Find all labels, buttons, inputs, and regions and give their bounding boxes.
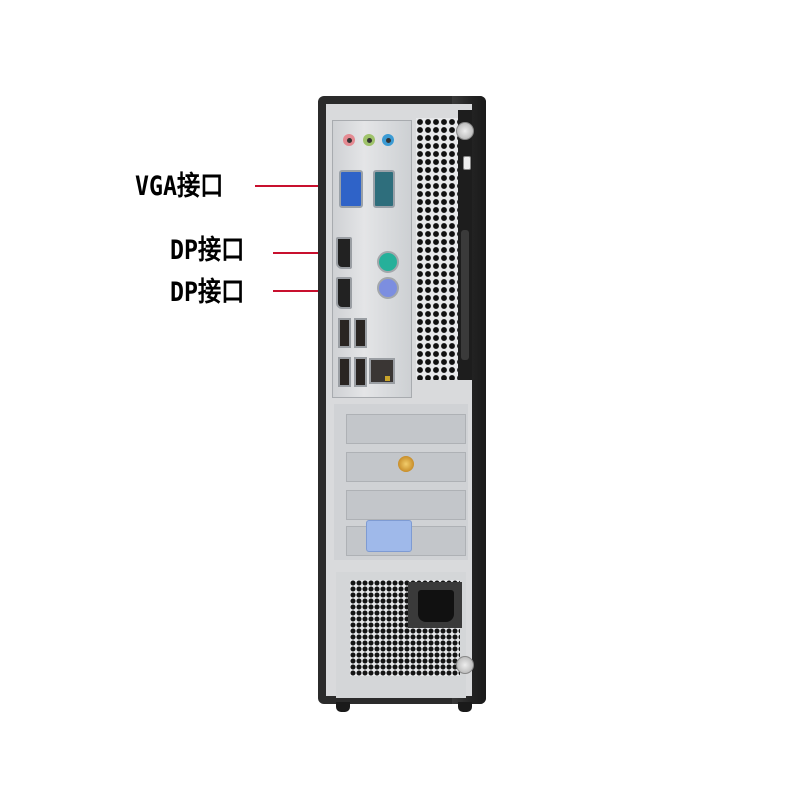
usb-port-4: [354, 357, 367, 387]
ventilation-grille: [416, 118, 458, 380]
leader-line-dp-1: [273, 252, 336, 254]
expansion-slot-3: [346, 490, 466, 520]
expansion-slot-1: [346, 414, 466, 444]
case-foot-right: [458, 702, 472, 712]
displayport-1: [336, 237, 352, 269]
annotation-label-dp-1: DP接口: [170, 235, 245, 266]
annotation-label-dp-2: DP接口: [170, 277, 245, 308]
wifi-antenna-connector: [398, 456, 414, 472]
usb-port-2: [354, 318, 367, 348]
usb-port-3: [338, 357, 351, 387]
vga-port: [339, 170, 363, 208]
displayport-2: [336, 277, 352, 309]
ps2-keyboard-port: [377, 277, 399, 299]
lock-slot: [463, 156, 471, 170]
thumbscrew-bottom: [456, 656, 474, 674]
card-retention-clip: [366, 520, 412, 552]
side-handle-slot: [461, 230, 469, 360]
ac-power-inlet: [418, 590, 454, 622]
ethernet-led: [385, 376, 390, 381]
ethernet-port: [369, 358, 395, 384]
case-foot-left: [336, 702, 350, 712]
annotation-label-vga: VGA接口: [135, 171, 224, 202]
thumbscrew-top: [456, 122, 474, 140]
usb-port-1: [338, 318, 351, 348]
leader-line-dp-2: [273, 290, 336, 292]
audio-jack-mic: [343, 134, 355, 146]
audio-jack-line-in: [382, 134, 394, 146]
leader-line-vga: [255, 185, 343, 187]
audio-jack-line-out: [363, 134, 375, 146]
serial-port: [373, 170, 395, 208]
ps2-mouse-port: [377, 251, 399, 273]
